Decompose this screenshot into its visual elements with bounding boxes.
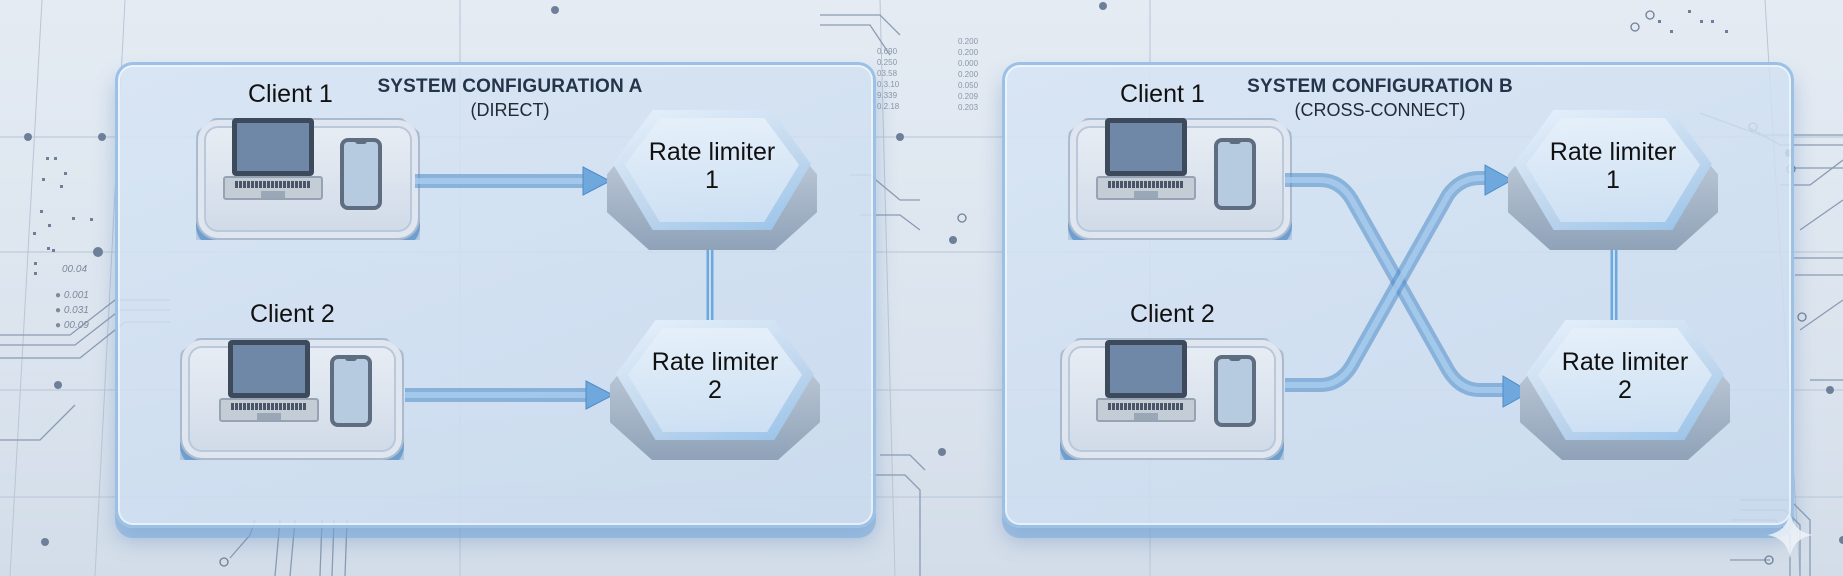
decor-number: 0.250	[877, 58, 898, 67]
decor-numbers-mid-right: 0.200 0.200 0.000 0.200 0.050 0.209 0.20…	[958, 36, 978, 113]
decor-number: 0.200	[958, 48, 979, 57]
decor-number: 0.001	[63, 290, 89, 301]
laptop-icon	[223, 118, 323, 200]
decor-number: 00.09	[63, 320, 89, 331]
smartphone-icon	[1214, 355, 1256, 427]
decor-numbers-left: 00.04	[62, 262, 87, 277]
laptop-icon	[1096, 118, 1196, 200]
config-a-client-2-label: Client 2	[250, 300, 335, 328]
config-b-client-1-label: Client 1	[1120, 80, 1205, 108]
decor-number: 0.2.18	[877, 102, 900, 111]
config-a-subtitle: (DIRECT)	[470, 100, 550, 120]
decor-number: 00.04	[62, 264, 88, 275]
decor-number: 0.050	[958, 81, 979, 90]
smartphone-icon	[340, 138, 382, 210]
config-b-client-2-label: Client 2	[1130, 300, 1215, 328]
config-b-subtitle: (CROSS-CONNECT)	[1294, 100, 1466, 120]
sparkle-icon	[1767, 512, 1813, 558]
decor-number: 0.209	[958, 92, 979, 101]
laptop-icon	[219, 340, 319, 422]
decor-number: 03.58	[877, 69, 898, 78]
config-b-title: SYSTEM CONFIGURATION B	[1247, 76, 1513, 97]
decor-numbers-mid-left: 0.690 0.250 03.58 0.3.10 9.339 0.2.18	[877, 46, 899, 112]
decor-number: 0.200	[958, 70, 979, 79]
decor-number: 0.203	[958, 103, 979, 112]
config-a-title: SYSTEM CONFIGURATION A	[377, 76, 643, 97]
decor-number: 0.000	[958, 59, 979, 68]
decor-number: 0.690	[877, 47, 898, 56]
decor-number: 0.3.10	[877, 80, 900, 89]
laptop-icon	[1096, 340, 1196, 422]
decor-number: 0.031	[63, 305, 89, 316]
smartphone-icon	[1214, 138, 1256, 210]
smartphone-icon	[330, 355, 372, 427]
decor-number: 9.339	[877, 91, 898, 100]
decor-number: 0.200	[958, 37, 979, 46]
decor-numbers-left-list: ● 0.001 ● 0.031 ● 00.09	[55, 290, 89, 331]
config-a-client-1-label: Client 1	[248, 80, 333, 108]
